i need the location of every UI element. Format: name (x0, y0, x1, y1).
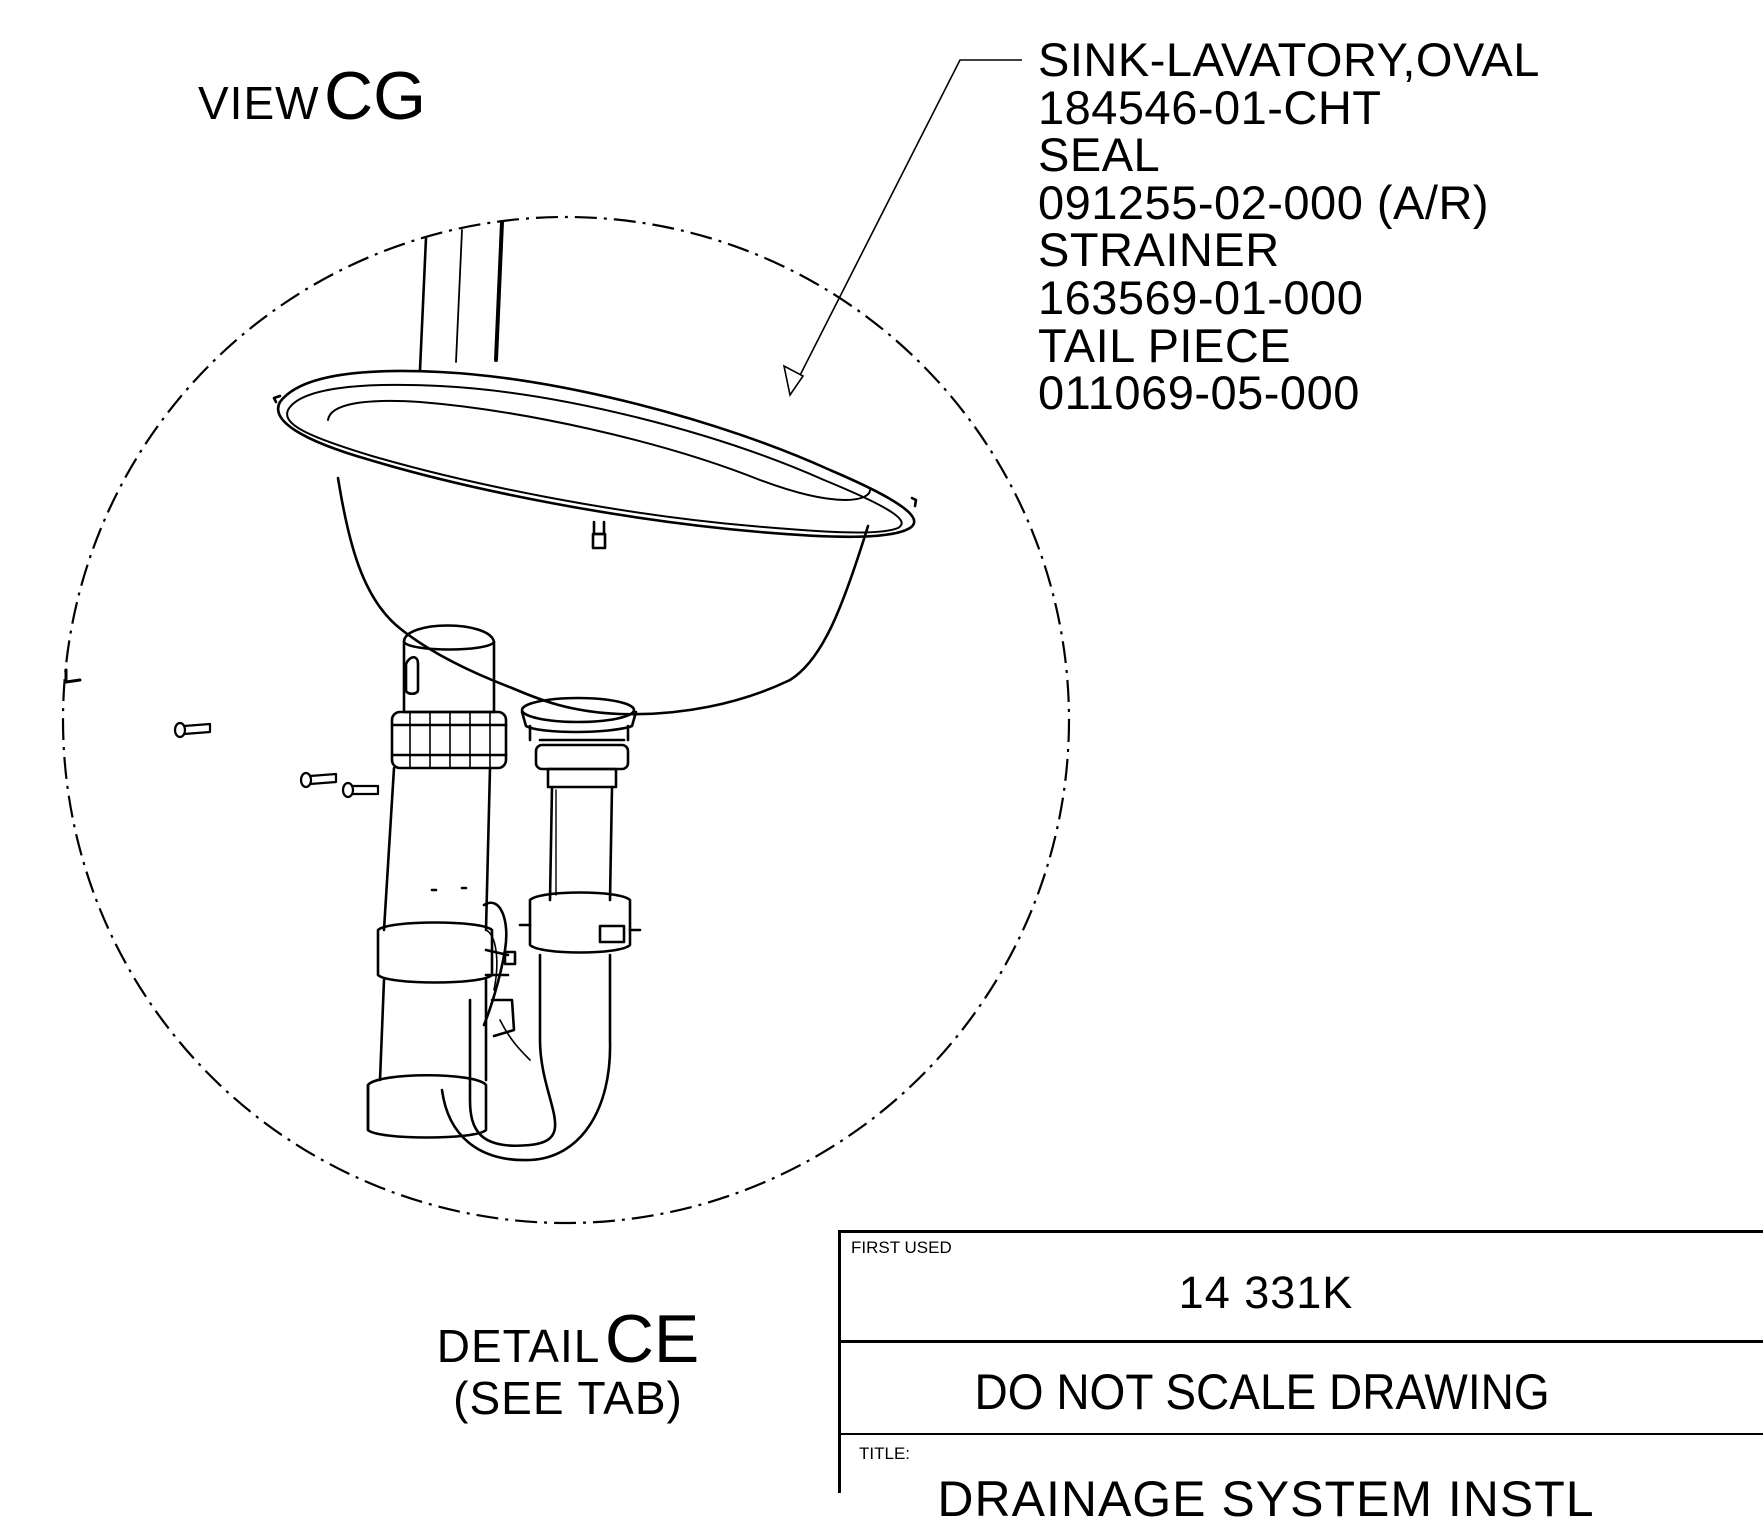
scale-note: DO NOT SCALE DRAWING (974, 1364, 1550, 1420)
callout-line: 184546-01-CHT (1038, 80, 1382, 134)
p-trap (468, 953, 557, 1148)
callout-line: TAIL PIECE (1038, 318, 1292, 372)
loose-screws (64, 668, 380, 799)
callout-line: 163569-01-000 (1038, 270, 1364, 324)
first-used-value: 14 331K (1178, 1267, 1354, 1318)
leader-line (789, 59, 1022, 396)
callout-line: SEAL (1038, 128, 1161, 182)
callout-line: 011069-05-000 (1038, 366, 1360, 420)
scale-note-row: DO NOT SCALE DRAWING (841, 1343, 1763, 1435)
view-label: VIEW CG (198, 62, 426, 130)
sink-rim (277, 369, 916, 539)
detail-label-prefix: DETAIL (436, 1320, 601, 1372)
tail-nut (534, 743, 630, 771)
title-label: TITLE: (859, 1444, 911, 1463)
title-block: FIRST USED 14 331K DO NOT SCALE DRAWING … (838, 1230, 1763, 1527)
drawing-title: DRAINAGE SYSTEM INSTL (937, 1471, 1595, 1527)
sink-assembly (64, 220, 918, 1162)
sink-bowl (336, 476, 870, 716)
view-label-letter: CG (324, 58, 427, 134)
vent-nut (390, 710, 508, 770)
detail-circle (61, 215, 1071, 1225)
drawing-canvas (61, 59, 1071, 1225)
callout-line: SINK-LAVATORY,OVAL (1038, 33, 1540, 86)
standpipe (382, 766, 492, 932)
callout-line: STRAINER (1038, 223, 1280, 277)
detail-label-letter: CE (604, 1301, 700, 1377)
leader-arrowhead (782, 364, 805, 398)
detail-label-note: (SEE TAB) (453, 1372, 683, 1424)
strainer (520, 696, 636, 724)
first-used-row: FIRST USED 14 331K (841, 1233, 1763, 1343)
wall-post-left (418, 236, 428, 372)
vent-cap (402, 624, 496, 714)
detail-label: DETAIL CE (SEE TAB) (398, 1305, 738, 1421)
wall-post-right (494, 220, 504, 362)
view-label-prefix: VIEW (198, 77, 320, 129)
tail-piece (548, 785, 614, 902)
part-callout: SINK-LAVATORY,OVAL 184546-01-CHT SEAL 09… (1038, 36, 1540, 417)
first-used-label: FIRST USED (851, 1238, 952, 1257)
callout-line: 091255-02-000 (A/R) (1038, 175, 1490, 229)
